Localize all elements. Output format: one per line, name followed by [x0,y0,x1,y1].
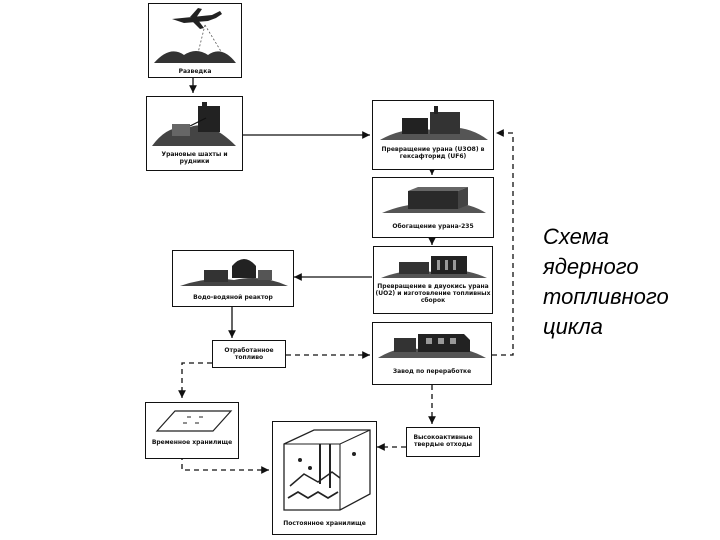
node-mines-label: Урановые шахты и рудники [161,151,228,165]
node-enrichment: Обогащение урана-235 [372,177,494,238]
node-temporary-storage-label: Временное хранилище [151,439,233,446]
node-mines: Урановые шахты и рудники [146,96,243,171]
node-exploration-label: Разведка [178,68,212,75]
node-fuel-fabrication: Превращение в двуокись урана (UO2) и изг… [373,246,493,314]
title-line-1: Схема [543,224,609,249]
title-line-3: топливного [543,284,669,309]
node-reactor-label: Водо-водяной реактор [193,294,273,301]
arrow-reprocessing-to-conversion [492,129,514,356]
conversion-plant-illustration [380,106,488,140]
node-fuel-fabrication-label: Превращение в двуокись урана (UO2) и изг… [375,283,491,304]
mine-illustration [152,102,236,146]
node-reprocessing: Завод по переработке [372,322,492,385]
reactor-illustration [180,259,288,286]
node-hlw: Высокоактивные твердые отходы [406,427,480,457]
node-reprocessing-label: Завод по переработке [392,368,472,375]
node-conversion-label: Превращение урана (U3O8) в гексафторид (… [381,146,485,160]
node-hlw-label: Высокоактивные твердые отходы [413,434,473,448]
node-temporary-storage: Временное хранилище [145,402,239,459]
node-conversion: Превращение урана (U3O8) в гексафторид (… [372,100,494,170]
title-line-2: ядерного [543,254,639,279]
repository-illustration [283,429,371,511]
node-reactor: Водо-водяной реактор [172,250,294,307]
storage-pool-illustration [155,410,233,432]
node-exploration: Разведка [148,3,242,78]
arrow-spentfuel-to-temporary [178,362,212,398]
airplane-survey-illustration [154,8,236,63]
node-enrichment-label: Обогащение урана-235 [392,223,474,230]
diagram-title: Схема ядерного топливного цикла [543,222,669,342]
node-permanent-storage-label: Постоянное хранилище [283,520,366,527]
fabrication-plant-illustration [381,256,487,278]
node-permanent-storage: Постоянное хранилище [272,421,377,535]
node-spent-fuel: Отработанное топливо [212,340,286,368]
node-spent-fuel-label: Отработанное топливо [224,347,274,361]
enrichment-plant-illustration [382,187,486,213]
reprocessing-plant-illustration [378,334,486,358]
title-line-4: цикла [543,314,603,339]
